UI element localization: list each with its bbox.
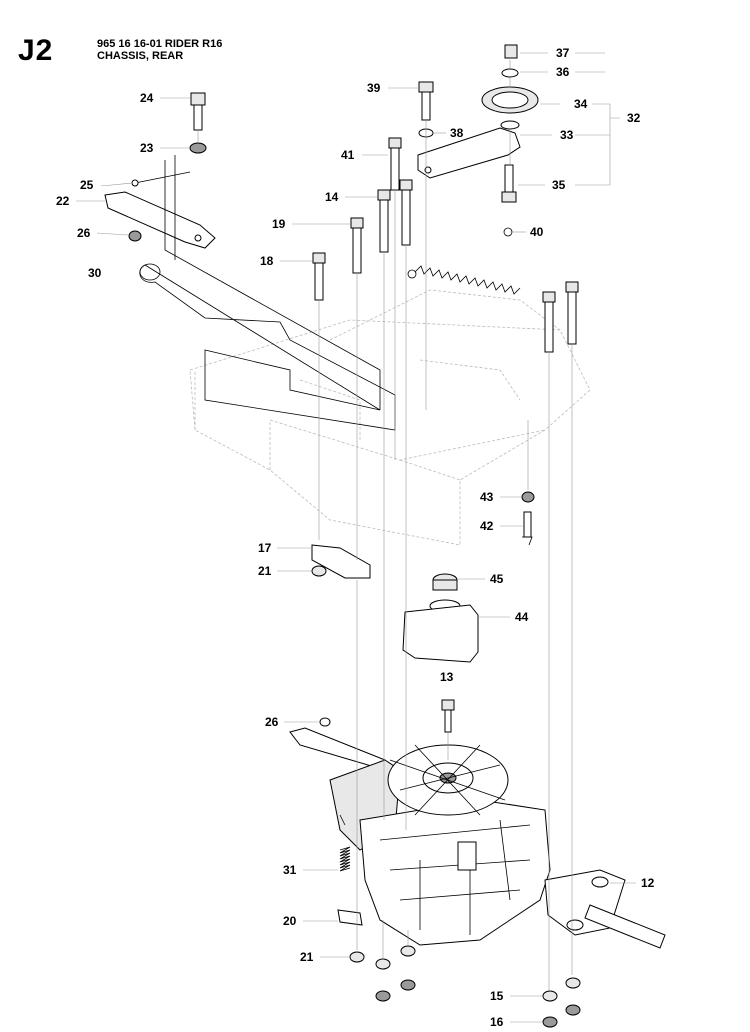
label-19: 19 bbox=[272, 217, 286, 231]
label-26-top: 26 bbox=[77, 226, 91, 240]
bottom-nuts bbox=[349, 945, 581, 1028]
label-35: 35 bbox=[552, 178, 566, 192]
label-14: 14 bbox=[325, 190, 339, 204]
label-18: 18 bbox=[260, 254, 274, 268]
section-title: CHASSIS, REAR bbox=[97, 50, 184, 62]
label-33: 33 bbox=[560, 128, 574, 142]
nut-pin-43-42 bbox=[521, 491, 535, 546]
assembly-lines bbox=[197, 60, 573, 990]
tensioner-assembly bbox=[417, 44, 539, 203]
label-24: 24 bbox=[140, 91, 154, 105]
label-12: 12 bbox=[641, 876, 655, 890]
label-36: 36 bbox=[556, 65, 570, 79]
label-21-lower: 21 bbox=[300, 950, 314, 964]
label-42: 42 bbox=[480, 519, 494, 533]
lever-arm bbox=[104, 155, 396, 431]
label-39: 39 bbox=[367, 81, 381, 95]
label-22: 22 bbox=[56, 194, 70, 208]
label-16: 16 bbox=[490, 1015, 504, 1029]
label-37: 37 bbox=[556, 46, 570, 60]
label-20: 20 bbox=[283, 914, 297, 928]
label-17: 17 bbox=[258, 541, 272, 555]
chassis-outline bbox=[189, 289, 591, 546]
label-15: 15 bbox=[490, 989, 504, 1003]
label-43: 43 bbox=[480, 490, 494, 504]
oil-tank bbox=[402, 573, 479, 663]
label-13: 13 bbox=[440, 670, 454, 684]
label-40: 40 bbox=[530, 225, 544, 239]
label-23: 23 bbox=[140, 141, 154, 155]
label-44: 44 bbox=[515, 610, 529, 624]
label-25: 25 bbox=[80, 178, 94, 192]
label-38: 38 bbox=[450, 126, 464, 140]
model-title: 965 16 16-01 RIDER R16 bbox=[97, 38, 223, 50]
part-number-labels: 37 36 34 33 32 35 24 39 38 23 41 25 22 1… bbox=[56, 46, 655, 1029]
label-21-upper: 21 bbox=[258, 564, 272, 578]
label-34: 34 bbox=[574, 97, 588, 111]
label-30: 30 bbox=[88, 266, 102, 280]
label-26-bottom: 26 bbox=[265, 715, 279, 729]
label-32: 32 bbox=[627, 111, 641, 125]
spring-31 bbox=[337, 814, 363, 926]
label-31: 31 bbox=[283, 863, 297, 877]
spacer-17 bbox=[311, 544, 371, 579]
label-41: 41 bbox=[341, 148, 355, 162]
spring-40 bbox=[407, 227, 521, 295]
transaxle bbox=[289, 717, 666, 949]
bolt-13 bbox=[441, 699, 455, 733]
label-45: 45 bbox=[490, 572, 504, 586]
label-leaders bbox=[76, 52, 636, 1023]
page-code: J2 bbox=[18, 34, 54, 67]
